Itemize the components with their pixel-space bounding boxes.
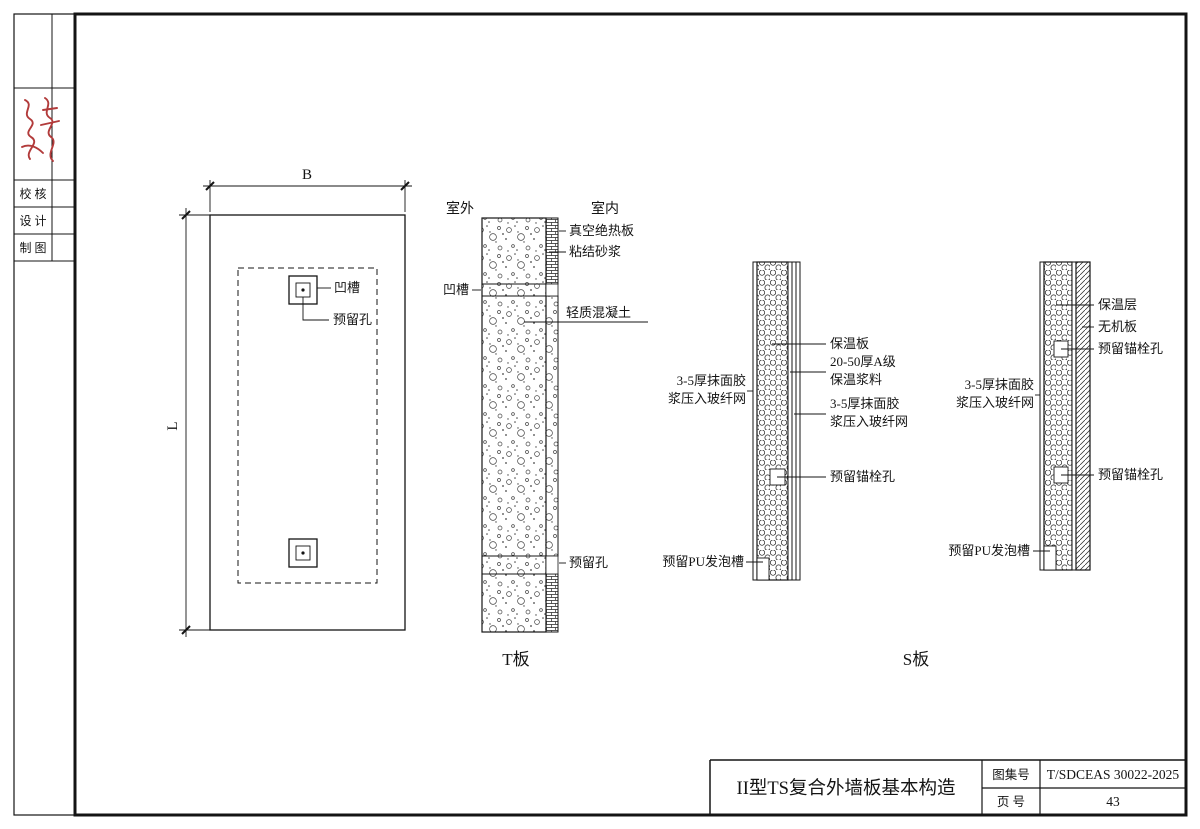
dim-tick — [181, 625, 191, 635]
pu-foam-groove-notch — [756, 557, 770, 581]
sheet-frame — [13, 12, 1188, 817]
title-block-text: II型TS复合外墙板基本构造 图集号 T/SDCEAS 30022-2025 页… — [737, 767, 1180, 809]
dim-tick — [205, 181, 215, 191]
atlas-label: 图集号 — [992, 767, 1030, 782]
indoor-label: 室内 — [591, 200, 619, 217]
s-section-1: 保温板 20-50厚A级 保温浆料 3-5厚抹面胶 浆压入玻纤网 预留锚栓孔 3… — [662, 261, 908, 581]
groove-label: 凹槽 — [334, 280, 360, 295]
insulation-board-label: 保温板 — [830, 336, 869, 351]
pu-groove-label: 预留PU发泡槽 — [948, 543, 1030, 558]
drawing-title: II型TS复合外墙板基本构造 — [737, 778, 956, 799]
plan-labels: B L 凹槽 预留孔 — [165, 167, 372, 431]
dim-tick — [181, 210, 191, 220]
insulation-board-layer — [756, 261, 789, 581]
pu-foam-groove-notch — [1043, 545, 1057, 571]
sidebar-label-draft: 制 图 — [19, 241, 46, 255]
hole-square-bottom — [295, 545, 311, 561]
reserved-hole-label: 预留孔 — [569, 555, 608, 570]
hole-center-top — [301, 288, 305, 292]
slurry-layer — [787, 261, 793, 581]
plaster-layer-inner-2 — [795, 261, 801, 581]
s1-labels: 保温板 20-50厚A级 保温浆料 3-5厚抹面胶 浆压入玻纤网 预留锚栓孔 3… — [662, 336, 908, 569]
plan-dimensions — [179, 180, 412, 637]
t-section-caption: T板 — [502, 650, 529, 669]
main-border — [73, 12, 1188, 817]
reserved-hole-label: 预留孔 — [333, 312, 372, 327]
sidebar-label-check: 校 核 — [19, 186, 46, 201]
groove-label: 凹槽 — [443, 282, 469, 297]
leader-line — [302, 297, 329, 321]
outdoor-label: 室外 — [446, 200, 474, 217]
plan-leaders — [302, 287, 331, 321]
title-block — [709, 759, 1186, 815]
s2-labels: 保温层 无机板 预留锚栓孔 预留锚栓孔 3-5厚抹面胶 浆压入玻纤网 预留PU发… — [903, 297, 1163, 669]
vacuum-panel-label: 真空绝热板 — [569, 223, 634, 238]
lightweight-concrete-label: 轻质混凝土 — [566, 305, 631, 320]
pu-groove-label: 预留PU发泡槽 — [662, 554, 744, 569]
s-section-2: 保温层 无机板 预留锚栓孔 预留锚栓孔 3-5厚抹面胶 浆压入玻纤网 预留PU发… — [903, 261, 1163, 669]
groove-notch — [545, 283, 559, 297]
plaster-left-label-line2: 浆压入玻纤网 — [668, 391, 746, 406]
plaster-left-label-line2: 浆压入玻纤网 — [956, 395, 1034, 410]
slurry-label-line1: 20-50厚A级 — [830, 354, 896, 369]
hole-notch — [545, 555, 559, 575]
plaster-right-label-line2: 浆压入玻纤网 — [830, 414, 908, 429]
t-section-leaders — [472, 230, 648, 564]
panel-dashed-inset — [237, 267, 378, 584]
vacuum-panel-strip-top — [545, 217, 559, 285]
s1-leaders — [746, 343, 826, 563]
slurry-label-line2: 保温浆料 — [830, 372, 882, 387]
inorganic-board-label: 无机板 — [1098, 319, 1137, 334]
plaster-left-label-line1: 3-5厚抹面胶 — [965, 377, 1034, 392]
signature-1 — [21, 99, 44, 160]
sheet-outline — [13, 13, 1187, 816]
plaster-layer-inner-1 — [791, 261, 797, 581]
hole-center-bottom — [301, 551, 305, 555]
anchor-hole-bottom-label: 预留锚栓孔 — [1098, 467, 1163, 482]
sidebar-label-design: 设 计 — [19, 214, 46, 228]
concrete-core — [481, 217, 547, 633]
groove-square-bottom — [288, 538, 318, 568]
page-label: 页 号 — [997, 795, 1025, 809]
atlas-number: T/SDCEAS 30022-2025 — [1047, 767, 1180, 782]
s-section-caption: S板 — [903, 650, 929, 669]
dim-tick — [400, 181, 410, 191]
page-number: 43 — [1106, 794, 1120, 809]
panel-outline — [209, 214, 406, 631]
anchor-hole-label: 预留锚栓孔 — [830, 469, 895, 484]
insulation-layer-label: 保温层 — [1098, 297, 1137, 312]
dim-label-b: B — [302, 167, 312, 183]
concrete-core-inner — [545, 295, 559, 557]
sidebar-labels: 校 核 设 计 制 图 — [19, 186, 46, 255]
s2-leaders — [1033, 304, 1094, 552]
t-section-labels: 室外 室内 真空绝热板 粘结砂浆 凹槽 轻质混凝土 预留孔 T板 — [443, 200, 634, 669]
t-section: 室外 室内 真空绝热板 粘结砂浆 凹槽 轻质混凝土 预留孔 T板 — [443, 200, 648, 669]
inorganic-board-layer — [1075, 261, 1091, 571]
plaster-left-label-line1: 3-5厚抹面胶 — [677, 373, 746, 388]
insulation-layer — [1043, 261, 1073, 571]
plaster-right-label-line1: 3-5厚抹面胶 — [830, 396, 899, 411]
sidebar-signatures — [21, 97, 60, 162]
dim-label-l: L — [165, 421, 181, 430]
plan-view: B L 凹槽 预留孔 — [165, 167, 412, 637]
signature-2 — [40, 97, 60, 162]
vacuum-panel-strip-bottom — [545, 573, 559, 633]
anchor-hole-top-label: 预留锚栓孔 — [1098, 341, 1163, 356]
bonding-mortar-label: 粘结砂浆 — [569, 244, 621, 259]
